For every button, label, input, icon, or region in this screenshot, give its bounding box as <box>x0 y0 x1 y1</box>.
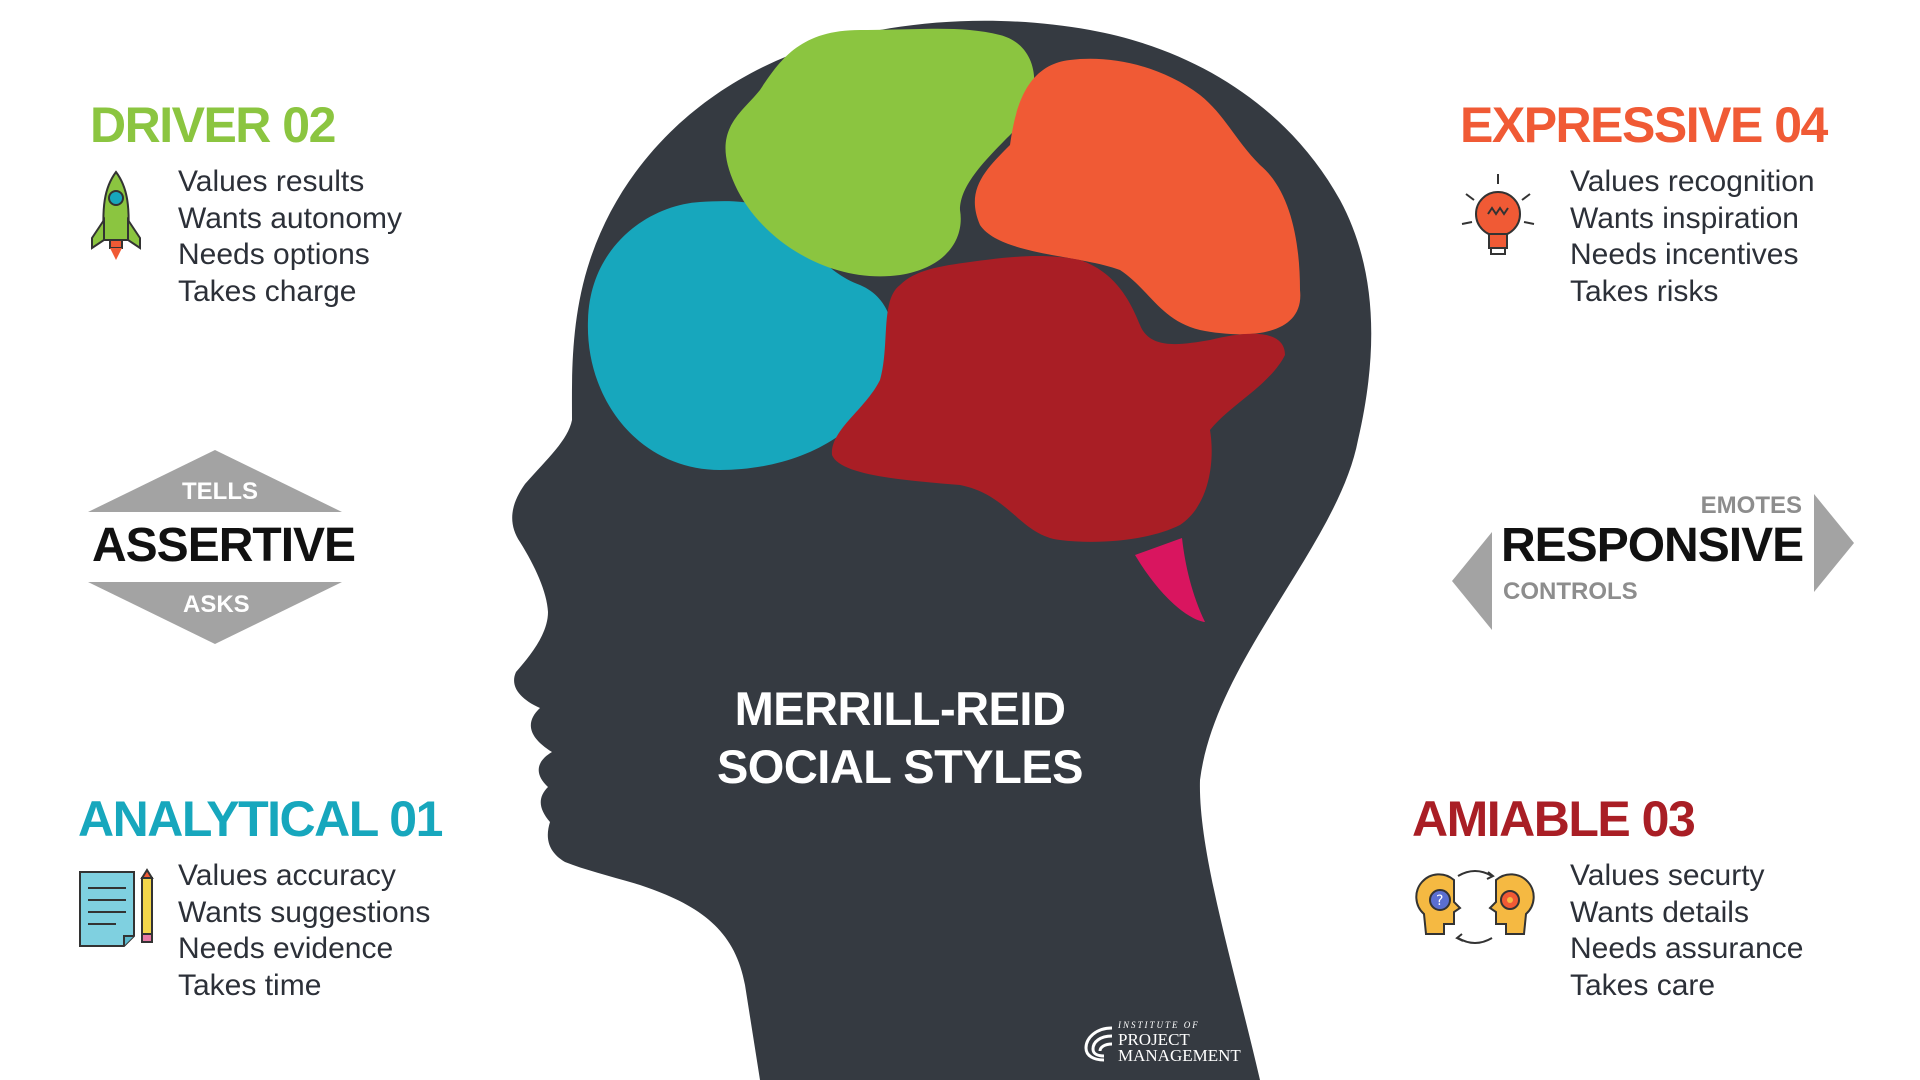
center-title: MERRILL-REID SOCIAL STYLES <box>700 680 1100 796</box>
trait-item: Needs options <box>178 238 370 271</box>
driver-title: DRIVER 02 <box>90 97 336 153</box>
analytical-title: ANALYTICAL 01 <box>78 791 443 847</box>
responsive-right-arrow <box>1814 494 1854 592</box>
trait-item: Needs assurance <box>1570 932 1804 965</box>
responsive-left-arrow <box>1452 532 1492 630</box>
trait-item: Takes care <box>1570 968 1716 1002</box>
assertive-label: ASSERTIVE <box>92 519 356 572</box>
trait-item: Wants inspiration <box>1570 201 1799 235</box>
center-title-line1: MERRILL-REID <box>734 682 1066 735</box>
notepad-pencil-icon <box>79 868 154 947</box>
brain-stem-pink <box>1135 538 1205 622</box>
driver-traits: Values results Wants autonomy Needs opti… <box>178 164 402 310</box>
ipm-logo-icon <box>1084 1026 1113 1062</box>
analytical-traits: Values accuracy Wants suggestions Needs … <box>178 858 430 1004</box>
responsive-bottom-label: CONTROLS <box>1503 578 1638 605</box>
ipm-logo: INSTITUTE OF PROJECT MANAGEMENT <box>1082 1020 1257 1065</box>
svg-text:?: ? <box>1436 893 1443 909</box>
trait-item: Wants autonomy <box>178 201 402 235</box>
logo-line3: MANAGEMENT <box>1118 1046 1241 1065</box>
brain-lobe-green <box>725 28 1035 277</box>
trait-item: Values accuracy <box>178 859 396 892</box>
trait-item: Takes risks <box>1570 274 1719 308</box>
brain-lobe-orange <box>974 58 1301 335</box>
assertive-bottom-label: ASKS <box>183 591 250 618</box>
trait-item: Takes charge <box>178 274 357 308</box>
trait-item: Needs incentives <box>1570 238 1799 271</box>
expressive-traits: Values recognition Wants inspiration Nee… <box>1570 164 1815 310</box>
assertive-down-triangle <box>88 582 342 644</box>
trait-item: Wants details <box>1570 895 1749 929</box>
trait-item: Values securty <box>1570 859 1765 892</box>
brain-lobe-blue <box>587 201 893 470</box>
amiable-title: AMIABLE 03 <box>1412 791 1696 847</box>
lightbulb-icon <box>1461 174 1535 255</box>
trait-item: Values results <box>178 165 365 198</box>
trait-item: Wants suggestions <box>178 895 431 929</box>
amiable-traits: Values securty Wants details Needs assur… <box>1570 858 1803 1004</box>
trait-item: Values recognition <box>1570 165 1815 198</box>
expressive-title: EXPRESSIVE 04 <box>1460 97 1828 153</box>
rocket-icon <box>91 170 141 260</box>
assertive-up-triangle <box>88 450 342 512</box>
heads-exchange-icon: ? <box>1415 870 1535 944</box>
logo-line1: INSTITUTE OF <box>1118 1020 1200 1030</box>
brain-lobe-red <box>831 256 1285 542</box>
trait-item: Needs evidence <box>178 932 394 965</box>
responsive-label: RESPONSIVE <box>1501 519 1804 572</box>
center-title-line2: SOCIAL STYLES <box>716 740 1084 793</box>
assertive-top-label: TELLS <box>182 478 258 505</box>
logo-line2: PROJECT <box>1118 1030 1190 1049</box>
responsive-top-label: EMOTES <box>1700 492 1802 519</box>
trait-item: Takes time <box>178 968 322 1002</box>
